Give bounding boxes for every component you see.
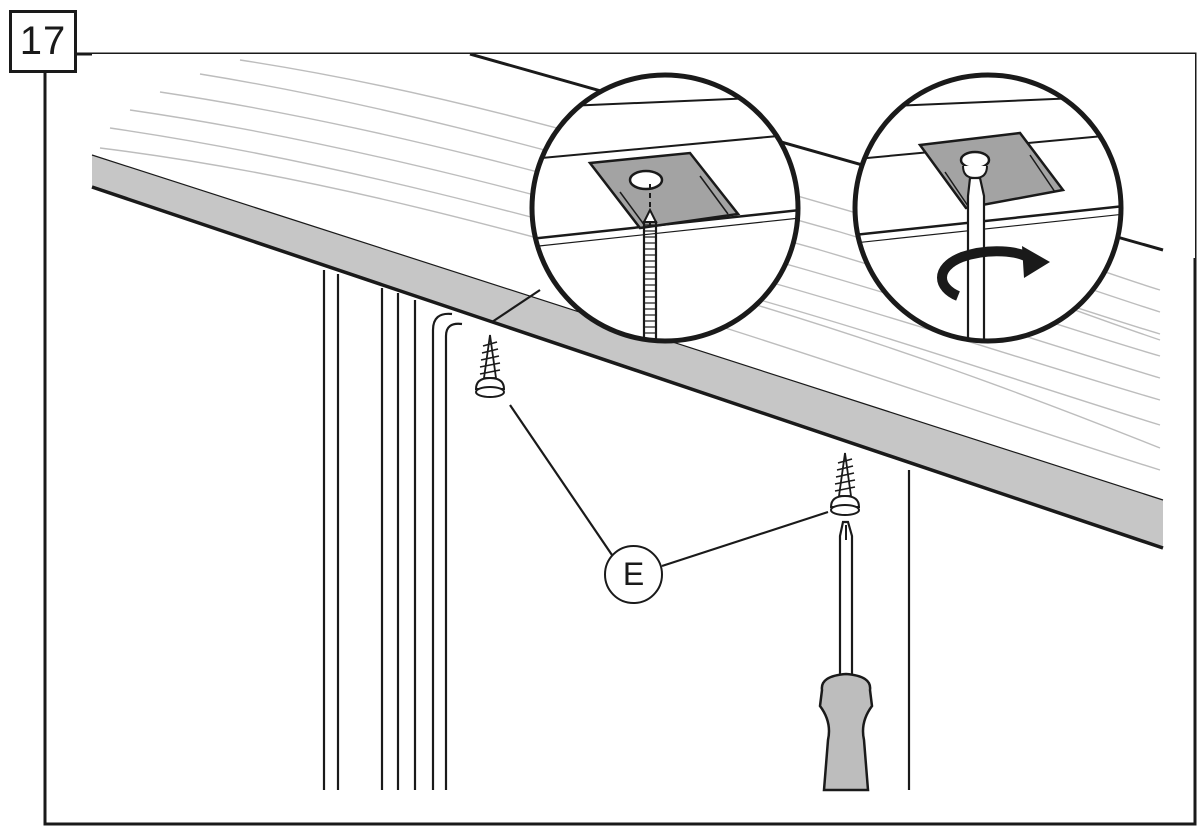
rotation-arrow-icon: [937, 246, 1050, 301]
detail-pointer: [491, 289, 541, 323]
mounting-bracket-icon: [917, 131, 1066, 210]
detail-screwing: [852, 72, 1124, 344]
leader-line: [509, 404, 613, 556]
leader-line: [661, 510, 829, 568]
appliance-side-lines: [322, 270, 911, 790]
step-number-box: 17: [9, 10, 77, 73]
step-number: 17: [19, 19, 67, 63]
callout-label: E: [622, 556, 645, 592]
countertop-front-edge: [92, 155, 1163, 548]
screwdriver-icon: [818, 520, 874, 792]
wood-screw-icon: [474, 334, 506, 398]
drill-bit-icon: [642, 207, 658, 341]
part-callout-e: E: [604, 545, 663, 604]
mounting-bracket-icon: [587, 151, 741, 230]
wood-screw-icon: [829, 452, 861, 516]
detail-drilling: [529, 72, 801, 344]
wood-screw-icon: [959, 150, 991, 180]
countertop-underside: [91, 185, 1164, 550]
